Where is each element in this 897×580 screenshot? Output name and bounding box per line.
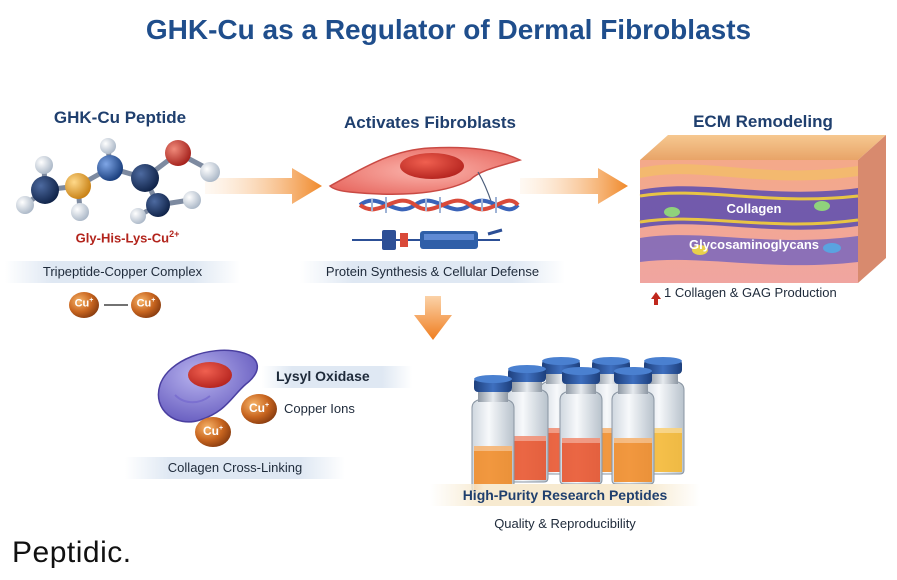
formula-charge: 2+ — [169, 229, 180, 239]
lox-band — [262, 366, 412, 388]
copper-ion-icon — [69, 292, 99, 318]
peptide-vials-icon — [471, 357, 685, 493]
lox-ion-2-charge: + — [218, 425, 224, 432]
vial — [471, 375, 515, 493]
fibroblast-cell-icon — [328, 146, 523, 205]
fibroblast-heading: Activates Fibroblasts — [344, 113, 516, 132]
lox-ion-2: Cu+ — [198, 424, 228, 438]
ecm-skin-block-icon — [639, 135, 886, 283]
vials-band-label: High-Purity Research Peptides — [430, 484, 700, 506]
ghk-cu-molecule-icon — [16, 138, 220, 224]
lysyl-oxidase-cell-icon — [157, 349, 258, 423]
ion-a-charge: + — [89, 297, 94, 304]
fibroblast-band-label: Protein Synthesis & Cellular Defense — [300, 261, 565, 283]
peptide-formula: Gly-His-Lys-Cu2+ — [40, 229, 215, 245]
brand-logo: Peptidic. — [12, 536, 132, 569]
vials-sub-label: Quality & Reproducibility — [494, 516, 636, 531]
copper-ion-icon — [241, 394, 277, 424]
copper-ion-icon — [131, 292, 161, 318]
vial — [611, 367, 655, 485]
copper-ion-label-b: Cu+ — [132, 297, 160, 310]
collagen-layer-label: Collagen — [726, 201, 782, 216]
ion-b-symbol: Cu — [136, 297, 152, 310]
ion-b-charge: + — [151, 297, 156, 304]
lox-band-label: Collagen Cross-Linking — [125, 457, 345, 479]
copper-ion-icon — [195, 417, 231, 447]
arrow-peptide-to-fibroblast — [205, 168, 322, 204]
vial — [559, 367, 603, 485]
arrow-down — [414, 296, 452, 340]
copper-ion-label-a: Cu+ — [70, 297, 98, 310]
formula-base: Gly-His-Lys-Cu — [75, 230, 170, 246]
lox-ion-1: Cu+ — [244, 401, 274, 415]
copper-ions-label: Copper Ions — [284, 401, 355, 416]
protein-synthesis-icon — [352, 228, 503, 250]
lox-ion-1-symbol: Cu — [248, 401, 265, 415]
page-title: GHK-Cu as a Regulator of Dermal Fibrobla… — [145, 14, 752, 45]
lysyl-oxidase-label: Lysyl Oxidase — [276, 368, 370, 384]
ecm-heading: ECM Remodeling — [693, 112, 833, 131]
ion-a-symbol: Cu — [74, 297, 90, 310]
peptide-heading: GHK-Cu Peptide — [53, 108, 187, 127]
arrow-fibroblast-to-ecm — [520, 168, 628, 204]
dna-helix-icon — [358, 197, 520, 213]
lox-ion-1-charge: + — [264, 402, 270, 409]
lox-ion-2-symbol: Cu — [202, 424, 219, 438]
ecm-result-label: 1 Collagen & GAG Production — [664, 285, 837, 300]
peptide-band-label: Tripeptide-Copper Complex — [5, 261, 240, 283]
increase-arrow-icon — [651, 292, 661, 305]
gag-layer-label: Glycosaminoglycans — [688, 237, 820, 252]
